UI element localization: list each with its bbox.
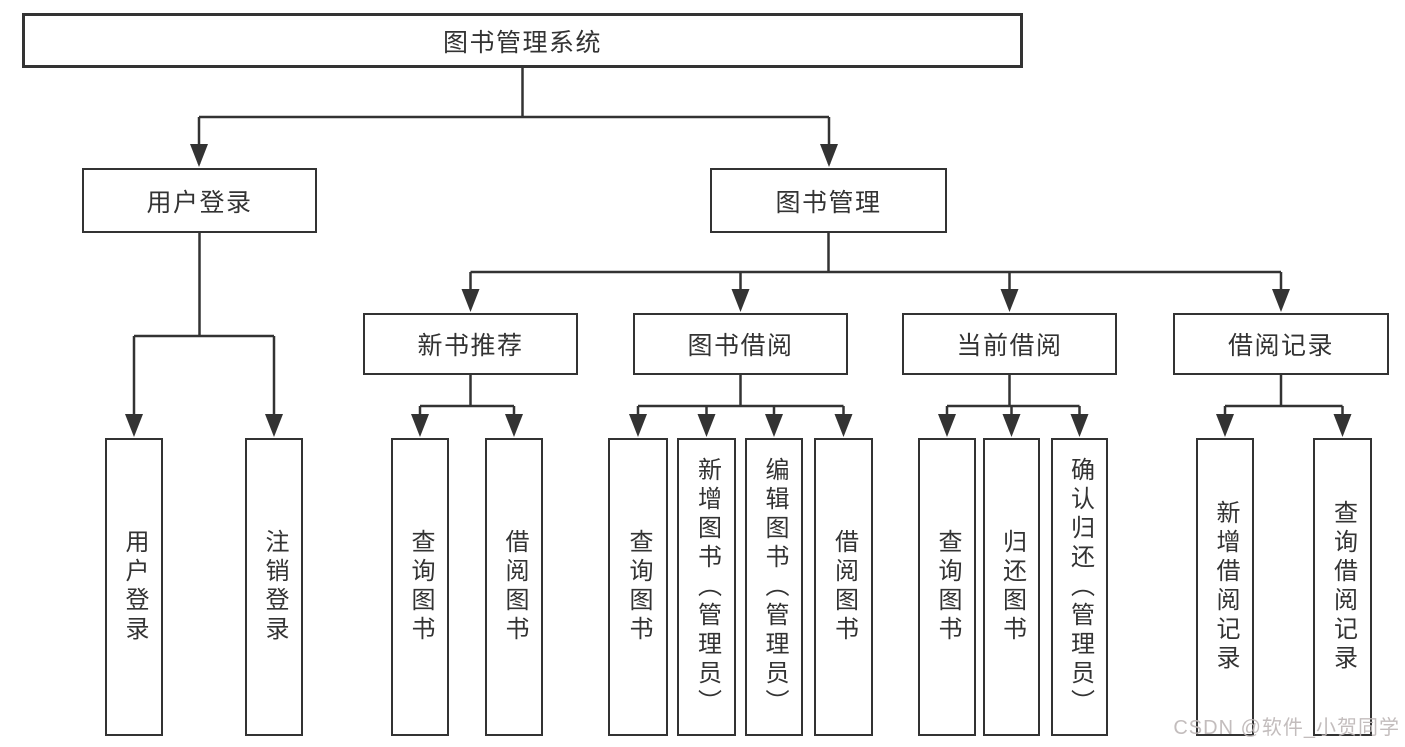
node-leaf-confirm-return-admin: 确认归还（管理员） bbox=[1051, 438, 1108, 736]
node-label: 借阅记录 bbox=[1227, 332, 1334, 360]
node-label: 查询借阅记录 bbox=[1329, 500, 1357, 674]
node-label: 图书管理系统 bbox=[442, 28, 602, 57]
node-library-management-system: 图书管理系统 bbox=[22, 13, 1023, 68]
node-leaf-current-query-books: 查询图书 bbox=[918, 438, 976, 736]
node-label: 新书推荐 bbox=[417, 332, 524, 360]
node-user-login: 用户登录 bbox=[82, 168, 317, 233]
node-leaf-query-borrow-record: 查询借阅记录 bbox=[1313, 438, 1372, 736]
node-label: 图书管理 bbox=[775, 188, 882, 217]
node-label: 用户登录 bbox=[121, 529, 148, 645]
node-label: 借阅图书 bbox=[501, 529, 528, 645]
node-leaf-return-books: 归还图书 bbox=[983, 438, 1040, 736]
node-borrowing-records: 借阅记录 bbox=[1173, 313, 1389, 375]
node-label: 确认归还（管理员） bbox=[1066, 456, 1094, 718]
node-label: 图书借阅 bbox=[687, 332, 794, 360]
node-label: 查询图书 bbox=[407, 529, 434, 645]
node-leaf-borrow-books: 借阅图书 bbox=[814, 438, 873, 736]
node-label: 查询图书 bbox=[934, 529, 961, 645]
node-new-book-recommendation: 新书推荐 bbox=[363, 313, 578, 375]
node-label: 归还图书 bbox=[998, 529, 1026, 645]
node-leaf-add-books-admin: 新增图书（管理员） bbox=[677, 438, 736, 736]
node-book-borrowing: 图书借阅 bbox=[633, 313, 848, 375]
node-leaf-edit-books-admin: 编辑图书（管理员） bbox=[745, 438, 803, 736]
node-label: 编辑图书（管理员） bbox=[761, 456, 788, 718]
node-leaf-user-login: 用户登录 bbox=[105, 438, 163, 736]
node-leaf-recommend-query-books: 查询图书 bbox=[391, 438, 449, 736]
node-current-borrowing: 当前借阅 bbox=[902, 313, 1117, 375]
node-label: 新增图书（管理员） bbox=[693, 456, 721, 718]
node-book-management: 图书管理 bbox=[710, 168, 947, 233]
node-leaf-borrow-query-books: 查询图书 bbox=[608, 438, 668, 736]
node-label: 查询图书 bbox=[625, 529, 652, 645]
node-label: 借阅图书 bbox=[830, 529, 858, 645]
node-leaf-recommend-borrow-books: 借阅图书 bbox=[485, 438, 543, 736]
node-label: 当前借阅 bbox=[956, 332, 1063, 360]
connector-paths bbox=[132, 68, 1344, 433]
node-label: 用户登录 bbox=[146, 188, 253, 217]
node-label: 注销登录 bbox=[261, 529, 288, 645]
watermark: CSDN @软件_小贺同学 bbox=[1173, 717, 1400, 739]
node-leaf-add-borrow-record: 新增借阅记录 bbox=[1196, 438, 1254, 736]
node-label: 新增借阅记录 bbox=[1212, 500, 1239, 674]
arrowhead-icons bbox=[125, 144, 1352, 437]
node-leaf-logout: 注销登录 bbox=[245, 438, 303, 736]
